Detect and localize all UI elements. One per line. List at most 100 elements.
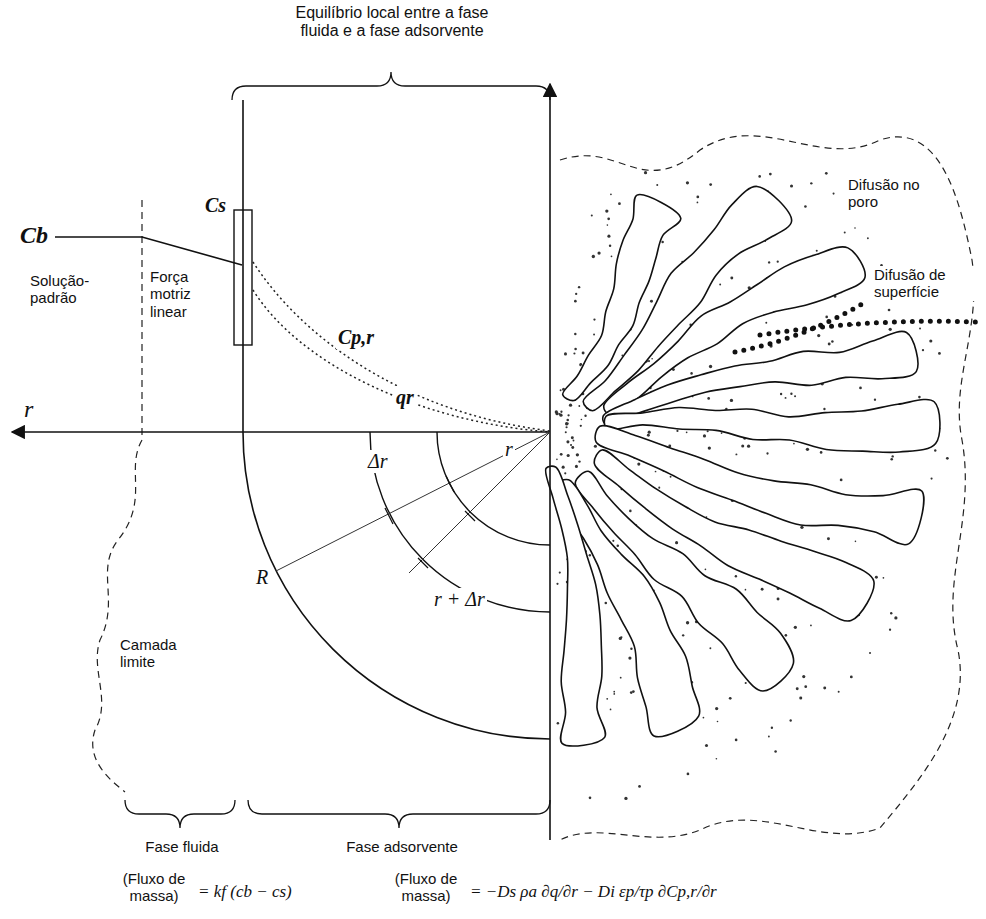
stipple-dot: [804, 205, 807, 208]
stipple-dot: [709, 365, 712, 368]
stipple-dot: [647, 434, 650, 437]
stipple-dot: [589, 554, 591, 556]
stipple-dot: [648, 431, 651, 434]
stipple-dot: [609, 245, 611, 247]
stipple-dot: [565, 422, 568, 425]
tick: [418, 558, 428, 568]
vertical-axis: [549, 84, 551, 840]
stipple-dot: [820, 451, 823, 454]
stipple-dot: [619, 637, 622, 640]
stipple-dot: [562, 466, 565, 469]
stipple-dot: [567, 423, 569, 425]
stipple-dot: [709, 183, 712, 186]
stipple-dot: [758, 175, 761, 178]
pore: [604, 247, 865, 415]
stipple-dot: [565, 431, 567, 433]
stipple-dot: [605, 209, 608, 212]
stipple-dot: [592, 255, 595, 258]
stipple-dot: [855, 541, 857, 543]
stipple-dot: [799, 696, 802, 699]
stipple-dot: [605, 602, 608, 605]
stipple-dot: [730, 399, 733, 402]
stipple-dot: [831, 340, 834, 343]
particle-arc: [243, 432, 550, 739]
stipple-dot: [591, 214, 593, 216]
stipple-dot: [555, 410, 558, 413]
flux-equation: = −Ds ρa ∂q/∂r − Di εp/τp ∂Cp,r/∂r: [468, 882, 719, 902]
axis-label: r: [22, 396, 35, 424]
tick: [446, 476, 454, 492]
stipple-dot: [869, 652, 871, 654]
radial-axis: [12, 431, 550, 433]
stipple-dot: [617, 545, 620, 548]
stipple-dot: [574, 348, 577, 351]
stipple-dot: [802, 675, 805, 678]
flux-equation: = kf (cb − cs): [196, 882, 294, 902]
stipple-dot: [890, 612, 892, 614]
stipple-dot: [607, 224, 609, 226]
stipple-dot: [780, 393, 782, 395]
concentration-symbol: Cs: [203, 194, 228, 217]
mechanism-label: Difusão de superfície: [872, 266, 980, 301]
stipple-dot: [810, 182, 812, 184]
stipple-dot: [630, 648, 632, 650]
concentration-symbol: Cp,r: [336, 326, 376, 349]
stipple-dot: [761, 588, 764, 591]
stipple-dot: [745, 589, 747, 591]
mechanism-label: Difusão no poro: [846, 176, 942, 211]
stipple-dot: [571, 446, 574, 449]
stipple-dot: [559, 413, 561, 415]
phase-label: Fase adsorvente: [340, 838, 464, 855]
stipple-dot: [557, 722, 560, 725]
stipple-dot: [560, 411, 562, 413]
stipple-dot: [745, 682, 747, 684]
stipple-dot: [618, 202, 621, 205]
dimension-label: Δr: [366, 450, 390, 473]
stipple-dot: [777, 597, 780, 600]
stipple-dot: [793, 443, 795, 445]
stipple-dot: [567, 454, 570, 457]
stipple-dot: [707, 397, 710, 400]
stipple-dot: [606, 698, 608, 700]
stipple-dot: [730, 277, 733, 280]
stipple-dot: [747, 445, 750, 448]
dimension-label: R: [254, 566, 270, 589]
stipple-dot: [785, 397, 787, 399]
stipple-dot: [794, 395, 796, 397]
stipple-dot: [825, 172, 828, 175]
stipple-dot: [559, 571, 561, 573]
stipple-dot: [594, 445, 597, 448]
stipple-dot: [854, 227, 856, 229]
pore-concentration-curve: [253, 262, 550, 431]
stipple-dot: [766, 452, 768, 454]
stipple-dot: [571, 436, 574, 439]
stipple-dot: [575, 465, 578, 468]
stipple-dot: [785, 634, 788, 637]
stipple-dot: [566, 440, 569, 443]
stipple-dot: [709, 647, 711, 649]
region-label: Solução-padrão: [28, 272, 108, 307]
stipple-dot: [597, 251, 600, 254]
adsorbed-concentration-curve: [253, 290, 550, 432]
phase-label: Fase fluida: [140, 838, 224, 855]
stipple-dot: [889, 629, 891, 631]
boundary-layer-edge: [93, 440, 142, 792]
pore: [545, 466, 605, 746]
stipple-dot: [575, 293, 577, 295]
stipple-dot: [823, 408, 825, 410]
stipple-dot: [613, 693, 615, 695]
stipple-dot: [638, 785, 641, 788]
stipple-dot: [922, 349, 924, 351]
stipple-dot: [717, 721, 719, 723]
stipple-dot: [650, 300, 653, 303]
stipple-dot: [703, 434, 706, 437]
stipple-dot: [729, 697, 732, 700]
stipple-dot: [607, 235, 610, 238]
stipple-dot: [735, 575, 737, 577]
stipple-dot: [806, 448, 809, 451]
stipple-dot: [651, 358, 653, 360]
stipple-dot: [769, 173, 772, 176]
particle-outer-edge: [560, 136, 974, 840]
